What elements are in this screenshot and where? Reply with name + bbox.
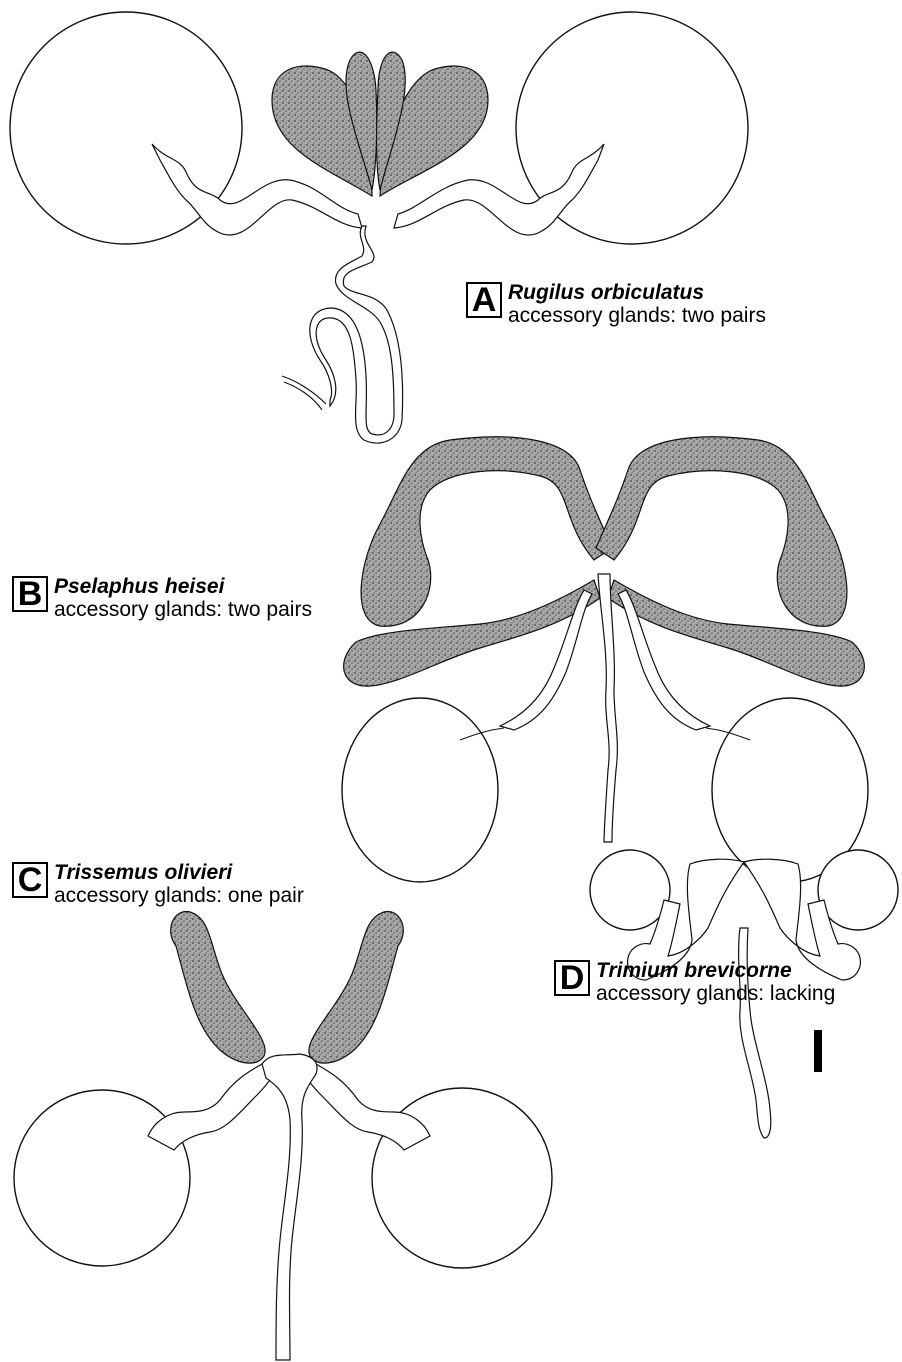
ejaculatory-duct-c xyxy=(262,1054,317,1360)
label-panel-b: B Pselaphus heisei accessory glands: two… xyxy=(12,576,312,622)
panel-b-drawing xyxy=(342,437,868,882)
gland-note-c: accessory glands: one pair xyxy=(54,884,304,908)
scale-bar xyxy=(814,1030,822,1072)
accessory-glands-b xyxy=(344,437,865,686)
panel-letter-c: C xyxy=(12,862,48,898)
species-name-a: Rugilus orbiculatus xyxy=(508,282,766,304)
testis-left-c xyxy=(14,1090,190,1266)
label-panel-a: A Rugilus orbiculatus accessory glands: … xyxy=(466,282,766,328)
panel-letter-d: D xyxy=(554,960,590,996)
panel-a-drawing xyxy=(10,12,748,443)
label-panel-d: D Trimium brevicorne accessory glands: l… xyxy=(554,960,835,1006)
panel-c-drawing xyxy=(14,912,552,1360)
gland-note-d: accessory glands: lacking xyxy=(596,982,835,1006)
species-name-b: Pselaphus heisei xyxy=(54,576,312,598)
panel-letter-a: A xyxy=(466,282,502,318)
panel-letter-b: B xyxy=(12,576,48,612)
duct-end-a xyxy=(282,376,326,404)
species-name-d: Trimium brevicorne xyxy=(596,960,835,982)
accessory-glands-c xyxy=(171,912,404,1064)
testis-left-d xyxy=(590,850,670,930)
gland-note-b: accessory glands: two pairs xyxy=(54,598,312,622)
testis-right-d xyxy=(818,850,898,930)
testis-left-b xyxy=(342,698,498,882)
ejaculatory-duct-a xyxy=(310,226,403,443)
gland-note-a: accessory glands: two pairs xyxy=(508,304,766,328)
label-panel-c: C Trissemus olivieri accessory glands: o… xyxy=(12,862,304,908)
accessory-glands-a xyxy=(272,52,488,196)
species-name-c: Trissemus olivieri xyxy=(54,862,304,884)
ejaculatory-duct-b xyxy=(598,574,617,842)
